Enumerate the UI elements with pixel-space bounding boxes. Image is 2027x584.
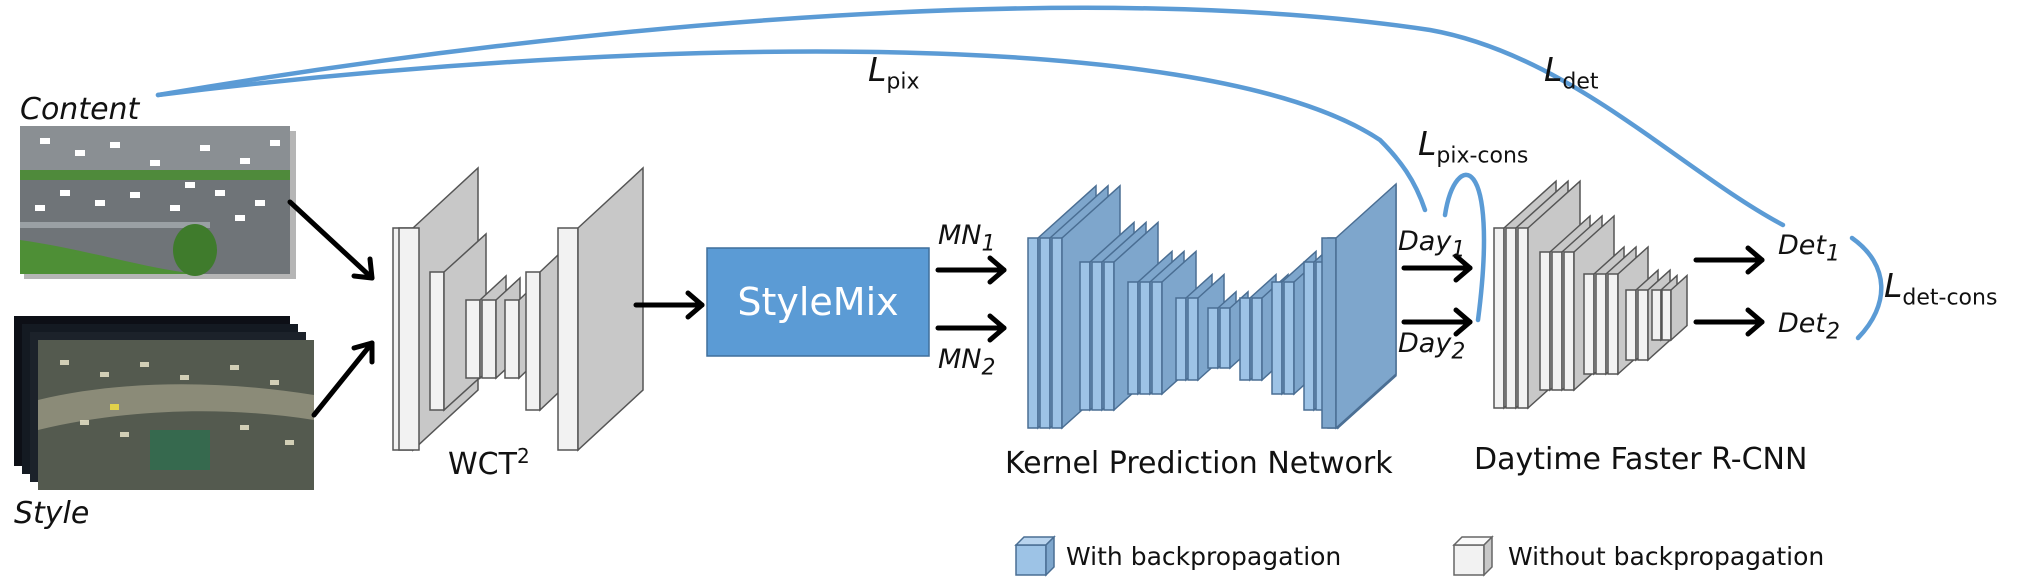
kpn-layer-16-face [1271,281,1283,395]
loss-pix-cons-sub: pix-cons [1436,143,1529,169]
kpn-output-plate-face [1321,237,1337,429]
loss-pix-cons-label: Lpix-cons [1418,124,1528,169]
content-to-wct-arrow [287,199,375,281]
kpn-output-arrows [1401,253,1473,337]
legend-trainable-cube [1014,535,1056,577]
kpn-layer-9-face [1151,281,1163,395]
loss-det-base: L [1544,50,1563,89]
mn1-label: MN1 [938,220,996,256]
loss-det-cons-sub: det-cons [1902,285,1998,311]
kpn-layer-10-face [1175,297,1187,381]
content-image [20,126,296,279]
loss-curves [155,5,1884,341]
day1-base: Day [1398,226,1452,257]
kpn-layer-15-face [1251,297,1263,381]
pix-loss-curve [155,49,1428,213]
det2-base: Det [1778,308,1826,339]
kpn-layer-3-face [1051,237,1063,429]
detector-label: Daytime Faster R-CNN [1474,442,1808,477]
kpn-label: Kernel Prediction Network [1005,446,1393,481]
stylemix-box [706,247,930,357]
kpn-layer-11-face [1187,297,1199,381]
detector-layer-13-face [1661,289,1672,341]
content-label: Content [20,92,140,127]
pix-cons-bracket [1442,172,1487,323]
loss-pix-cons-base: L [1418,124,1437,163]
detector-layer-5-face [1551,251,1563,391]
kpn-layer-14-face [1239,297,1251,381]
detector-layer-12-face [1651,289,1662,341]
det-loss-curve [155,5,1786,228]
detector-layer-7-face [1583,273,1595,375]
mn2-base: MN [938,344,982,375]
legend-frozen-cube [1452,535,1494,577]
day1-label: Day1 [1398,226,1465,262]
kpn-layer-8-face [1139,281,1151,395]
wct-label: WCT2 [448,444,530,482]
detector-layer-6-face [1563,251,1575,391]
det2-label: Det2 [1778,308,1840,344]
wct-network [392,166,644,452]
det1-sub: 1 [1826,241,1840,267]
stylemix-output-arrows [935,255,1007,343]
mn1-sub: 1 [981,231,996,257]
kpn-layer-5-face [1091,261,1103,411]
detector-output-arrows [1693,245,1765,337]
detector-layer-8-face [1595,273,1607,375]
detector-layer-11-face [1637,289,1649,361]
wct-to-stylemix-arrow [633,290,705,320]
kpn-layer-6-face [1103,261,1115,411]
loss-det-label: Ldet [1544,50,1599,95]
loss-det-cons-base: L [1884,266,1903,305]
det1-label: Det1 [1778,230,1840,266]
loss-pix-label: Lpix [868,50,920,95]
legend-without-label: Without backpropagation [1508,542,1825,571]
detector-layer-4-face [1539,251,1551,391]
loss-det-sub: det [1562,69,1599,95]
kpn-layer-7-face [1127,281,1139,395]
det1-base: Det [1778,230,1826,261]
mn2-sub: 2 [981,355,996,381]
legend-with-label: With backpropagation [1066,542,1342,571]
detector-layer-3-face [1517,227,1529,409]
day2-label: Day2 [1398,328,1465,364]
det2-sub: 2 [1826,319,1840,345]
style-label: Style [14,496,90,531]
kpn-network[interactable] [1027,182,1397,430]
kpn-layer-13-face [1219,307,1231,369]
style-image-stack [14,316,314,490]
kpn-layer-12-face [1207,307,1219,369]
kpn-layer-17-face [1283,281,1295,395]
mn2-label: MN2 [938,344,996,380]
loss-pix-base: L [868,50,887,89]
day2-sub: 2 [1451,339,1466,365]
kpn-layer-4-face [1079,261,1091,411]
loss-det-cons-label: Ldet-cons [1884,266,1997,311]
wct-label-sup: 2 [516,444,530,468]
mn1-base: MN [938,220,982,251]
input-arrows [287,199,375,418]
detector-layer-10-face [1625,289,1637,361]
kpn-layer-18-face [1303,261,1315,411]
detector-layer-13-side [1670,273,1688,342]
detector-network [1493,179,1688,410]
det-cons-bracket [1849,235,1884,341]
day2-base: Day [1398,328,1452,359]
day1-sub: 1 [1451,237,1466,263]
detector-layer-1-face [1493,227,1505,409]
loss-pix-sub: pix [886,69,920,95]
wct-label-text: WCT [448,447,517,482]
kpn-layer-1-face [1027,237,1039,429]
detector-layer-2-face [1505,227,1517,409]
stylemix-label: StyleMix [737,280,899,324]
style-to-wct-arrow [311,340,375,418]
detector-layer-9-face [1607,273,1619,375]
kpn-layer-2-face [1039,237,1051,429]
kpn-output-plate-side [1335,182,1397,430]
